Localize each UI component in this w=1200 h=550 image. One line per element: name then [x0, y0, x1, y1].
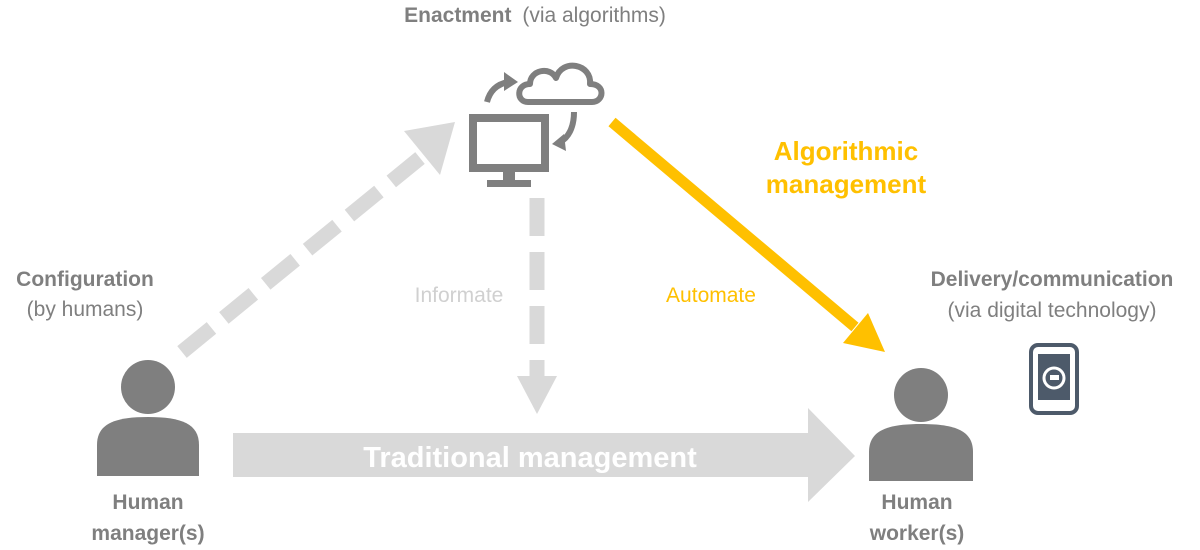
sync-arrows-icon — [484, 72, 577, 151]
delivery-subtitle: (via digital technology) — [948, 299, 1157, 322]
traditional-management-label: Traditional management — [363, 442, 697, 474]
enactment-title: Enactment — [404, 4, 511, 27]
configuration-subtitle: (by humans) — [27, 298, 144, 321]
traditional-management-arrow — [233, 408, 855, 502]
enactment-subtitle: (via algorithms) — [522, 4, 666, 27]
algorithmic-management-arrow — [608, 117, 885, 352]
worker-label-line2: worker(s) — [869, 522, 965, 545]
configuration-dashed-arrow — [177, 122, 455, 358]
enactment-label: Enactment (via algorithms) — [404, 4, 666, 27]
informate-label: Informate — [415, 284, 504, 307]
automate-label: Automate — [666, 284, 756, 307]
manager-person-icon — [97, 360, 199, 476]
informate-dashed-arrow — [517, 198, 557, 414]
smartphone-app-icon — [1029, 343, 1079, 415]
computer-icon — [469, 114, 549, 187]
algorithmic-label-line2: management — [766, 169, 927, 199]
delivery-title: Delivery/communication — [931, 268, 1174, 291]
cloud-icon — [516, 62, 605, 105]
configuration-title: Configuration — [16, 268, 154, 291]
manager-label-line1: Human — [112, 491, 183, 514]
algorithmic-label-line1: Algorithmic — [774, 136, 918, 166]
worker-label-line1: Human — [881, 491, 952, 514]
manager-label-line2: manager(s) — [91, 522, 204, 545]
worker-person-icon — [869, 368, 973, 481]
